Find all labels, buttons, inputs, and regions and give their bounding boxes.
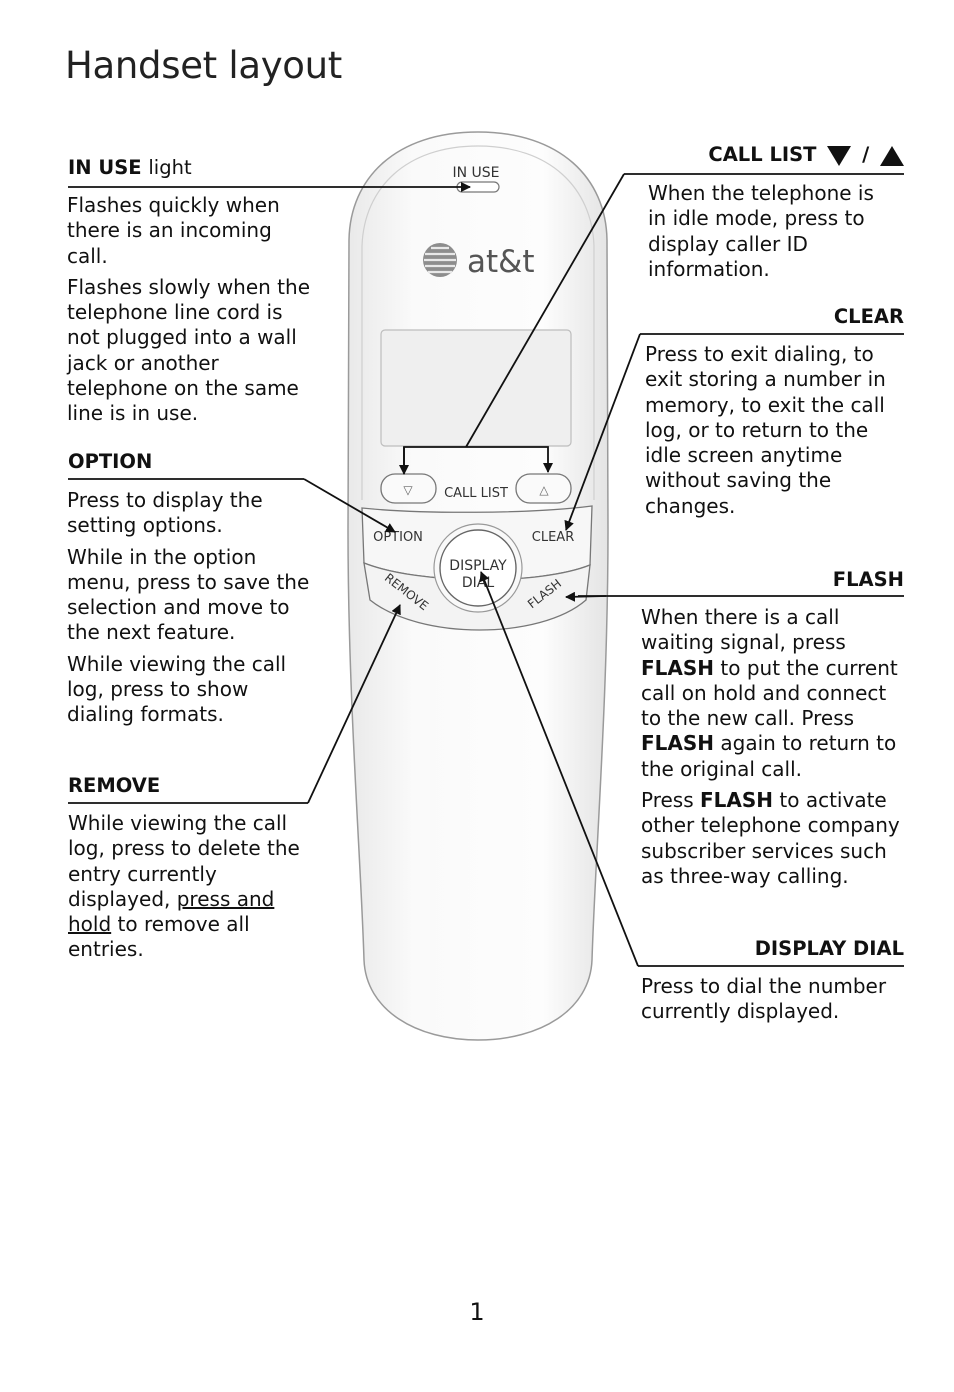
svg-text:DIAL: DIAL [462,575,494,591]
clear-description: Press to exit dialing, to exit storing a… [645,342,886,518]
display-dial-key [439,529,517,607]
call-list-text: CALL LIST [444,486,508,501]
att-logo-icon: at&t [423,243,534,280]
remove-heading: REMOVE [68,774,161,797]
svg-text:DISPLAY: DISPLAY [449,558,507,574]
svg-text:▽: ▽ [403,483,413,497]
svg-text:△: △ [539,483,549,497]
handset-screen [380,329,572,447]
page-title: Handset layout [65,44,342,87]
remove-description: While viewing the call log, press to del… [68,811,300,962]
clear-heading: CLEAR [833,305,904,328]
display-dial-heading: DISPLAY DIAL [754,937,904,960]
in-use-text: IN USE [452,165,499,181]
flash-description: When there is a call waiting signal, pre… [641,605,900,888]
call-list-heading: CALL LIST / [624,143,904,166]
option-heading: OPTION [68,450,153,473]
page-number: 1 [469,1298,485,1326]
display-dial-description: Press to dial the number currently displ… [641,974,887,1024]
down-triangle-icon [827,145,852,166]
clear-key-text: CLEAR [532,530,574,545]
up-triangle-icon [880,145,904,166]
in-use-heading: IN USE light [68,156,192,179]
option-key-text: OPTION [373,530,423,545]
flash-heading: FLASH [832,568,904,591]
call-list-description: When the telephone is in idle mode, pres… [648,181,874,281]
option-description: Press to display the setting options. Wh… [67,488,310,727]
brand-text: at&t [467,244,534,280]
in-use-description: Flashes quickly when there is an incomin… [67,193,311,426]
call-list-up-key [515,473,572,504]
